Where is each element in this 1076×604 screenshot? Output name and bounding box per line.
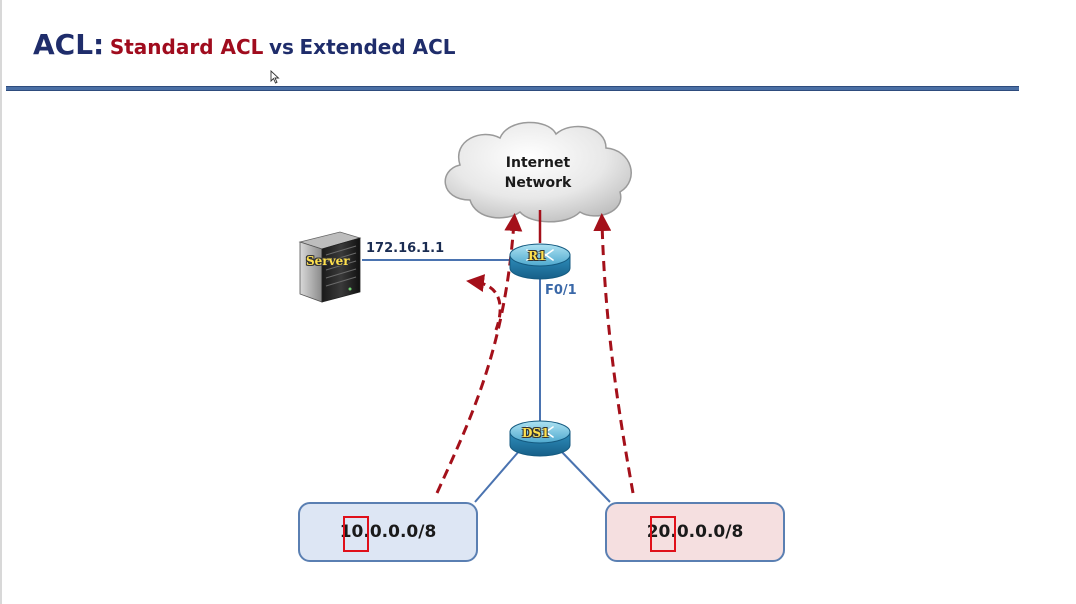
title-standard: Standard ACL (109, 35, 264, 59)
flow-arrow-net10-server (466, 274, 502, 331)
router-r1-label: R1 (528, 249, 547, 263)
router-ds1-label: DS1 (522, 426, 550, 440)
link-ds1-net10 (474, 449, 521, 503)
flow-arrow-net20-internet (593, 213, 635, 494)
flow-arrow-net10-internet (435, 213, 523, 494)
network-box-10: 10.0.0.0/8 (298, 502, 478, 562)
network-label-10: 10.0.0.0/8 (339, 522, 437, 542)
cloud-icon (444, 121, 632, 223)
cursor-icon (270, 70, 280, 84)
title-prefix: ACL: (33, 28, 105, 61)
link-ds1-net20 (559, 449, 611, 503)
first-octet-highlight (343, 516, 369, 552)
title-divider (6, 86, 1019, 91)
server-label: Server (306, 254, 350, 268)
title-vs: vs (268, 35, 294, 59)
router-icon-ds1 (509, 420, 571, 457)
server-icon (298, 231, 362, 303)
router-icon-r1 (509, 243, 571, 280)
server-ip-label: 172.16.1.1 (366, 241, 445, 256)
network-label-20: 20.0.0.0/8 (646, 522, 744, 542)
first-octet-highlight (650, 516, 676, 552)
cloud-label-line2: Network (504, 175, 572, 191)
network-box-20: 20.0.0.0/8 (605, 502, 785, 562)
slide-title: ACL: Standard ACL vs Extended ACL (33, 28, 456, 61)
cloud-label-line1: Internet (505, 155, 571, 171)
cloud-label: Internet Network (488, 153, 588, 193)
title-extended: Extended ACL (299, 35, 456, 59)
router-r1-port-label: F0/1 (545, 283, 577, 298)
slide-edge (0, 0, 2, 604)
